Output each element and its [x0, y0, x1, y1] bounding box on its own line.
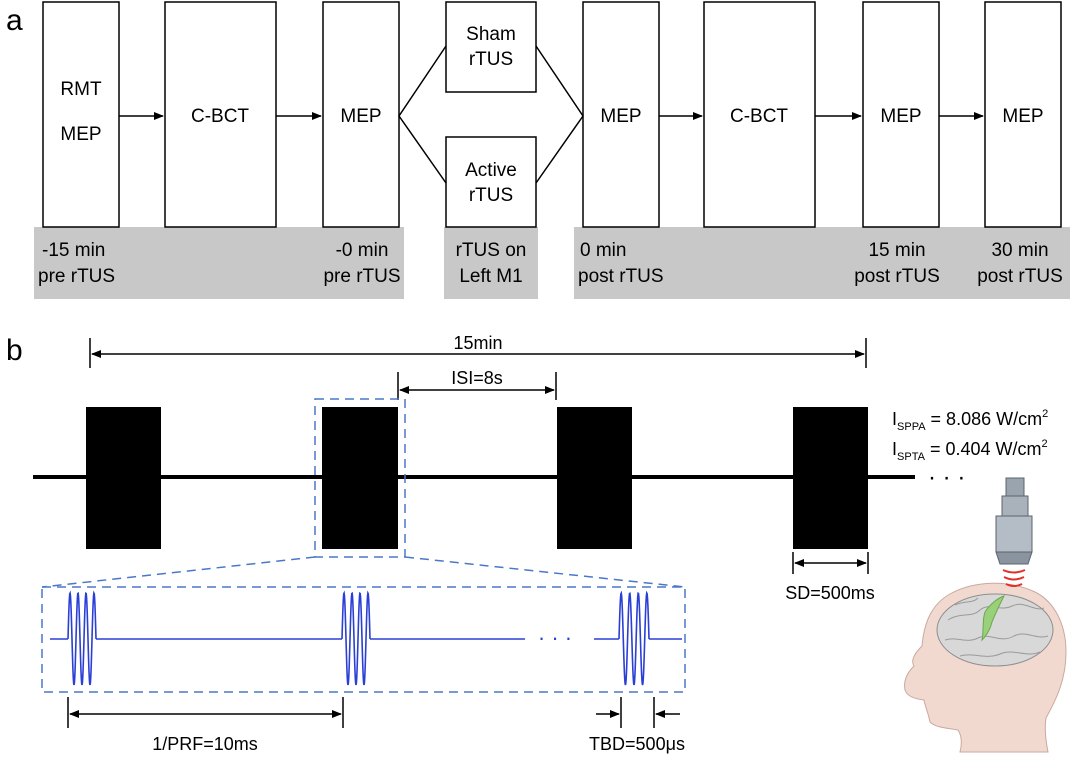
- box-cbct-1: C-BCT: [191, 106, 249, 127]
- time-pre15-line1: -15 min: [42, 240, 105, 261]
- box-mep-pre: MEP: [340, 106, 381, 127]
- time-pre0-line2: pre rTUS: [323, 266, 400, 287]
- timeline-bands: [34, 227, 1070, 299]
- time-rtus-line2: Left M1: [459, 266, 522, 287]
- tbd-dimension: [596, 697, 680, 728]
- time-rtus-line1: rTUS on: [456, 240, 527, 261]
- box-active-line2: rTUS: [469, 185, 513, 206]
- sd-label: SD=500ms: [785, 583, 875, 603]
- waveform-dots: · · ·: [538, 625, 572, 650]
- total-duration-label: 15min: [453, 333, 502, 353]
- box-active-line1: Active: [465, 160, 517, 181]
- box-sham-line2: rTUS: [469, 49, 513, 70]
- pulse-waveform: [50, 590, 682, 686]
- zoom-outline: [41, 398, 686, 693]
- ispta-label: ISPTA = 0.404 W/cm2: [892, 438, 1048, 463]
- sonication-blocks: [86, 407, 868, 549]
- tbd-label: TBD=500μs: [589, 734, 685, 754]
- isi-label: ISI=8s: [451, 368, 503, 388]
- time-post15-line1: 15 min: [868, 240, 925, 261]
- head-with-brain-icon: [904, 582, 1067, 753]
- isi-dimension: [397, 372, 557, 400]
- box-cbct-2: C-BCT: [730, 106, 788, 127]
- prf-dimension: [67, 697, 344, 728]
- time-post0-line1: 0 min: [580, 240, 626, 261]
- box-mep-post30: MEP: [1002, 106, 1043, 127]
- time-pre15-line2: pre rTUS: [38, 266, 115, 287]
- time-post15-line2: post rTUS: [854, 266, 940, 287]
- sd-dimension: [792, 552, 869, 574]
- box-mep-post15: MEP: [880, 106, 921, 127]
- total-duration-dimension: [89, 338, 867, 368]
- box-rmt-label: RMT: [60, 79, 102, 100]
- prf-label: 1/PRF=10ms: [152, 734, 258, 754]
- box-sham-line1: Sham: [466, 24, 516, 45]
- time-post30-line2: post rTUS: [977, 266, 1063, 287]
- ultrasound-transducer-icon: [995, 477, 1033, 587]
- box-mep-post0: MEP: [600, 106, 641, 127]
- protocol-boxes: [42, 1, 1062, 228]
- flow-arrows: [119, 45, 984, 184]
- panel-a-label: a: [6, 4, 23, 37]
- time-post30-line1: 30 min: [991, 240, 1048, 261]
- box-mep-label: MEP: [60, 124, 101, 145]
- time-post0-line2: post rTUS: [578, 266, 664, 287]
- isppa-label: ISPPA = 8.086 W/cm2: [892, 408, 1048, 433]
- time-pre0-line1: -0 min: [336, 240, 389, 261]
- timeline-continuation-dots: · · ·: [928, 464, 965, 491]
- panel-b-label: b: [6, 334, 23, 367]
